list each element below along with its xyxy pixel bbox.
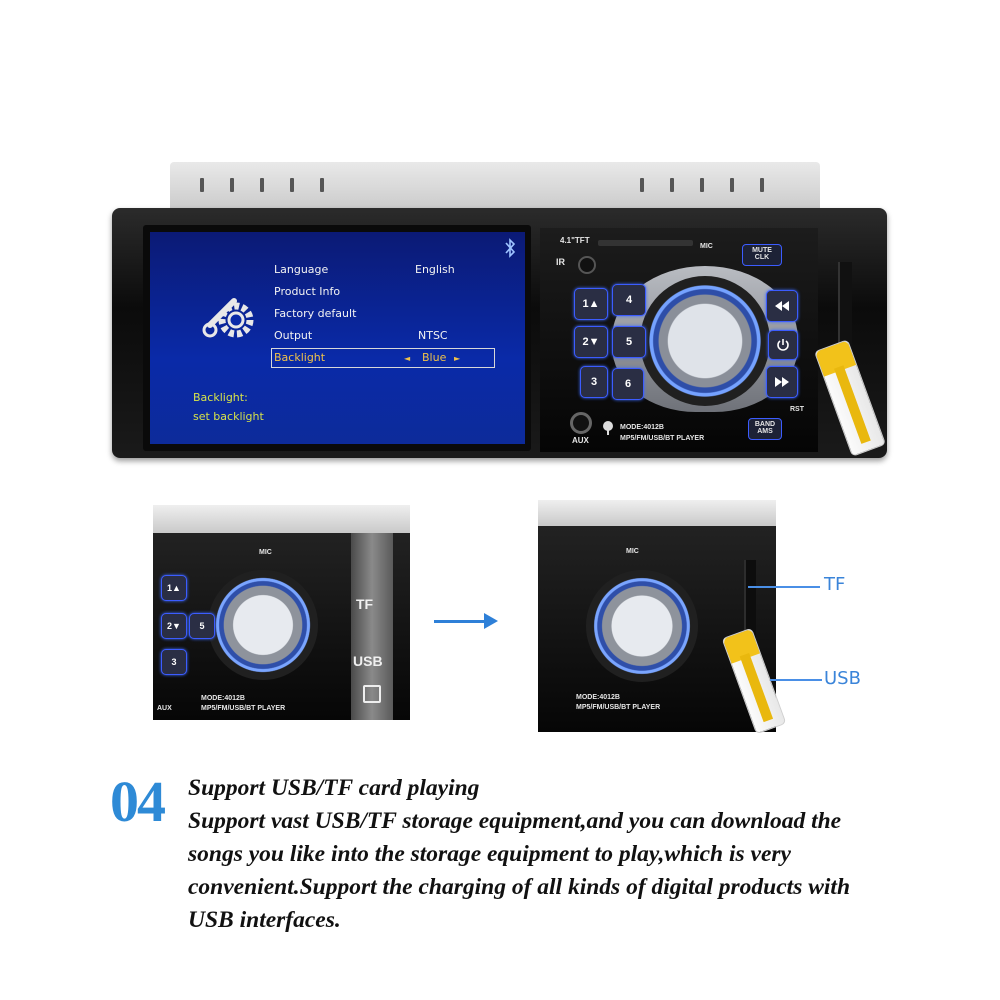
menu-item-product-info[interactable]: Product Info [274,285,341,298]
mode-button[interactable] [768,330,798,360]
vent-slot [730,178,734,192]
player-type-label: MP5/FM/USB/BT PLAYER [576,704,661,711]
skip-forward-icon [775,377,789,387]
microphone-icon [603,421,613,435]
menu-item-language[interactable]: Language [274,263,329,276]
menu-value-language: English [415,263,455,276]
tf-callout-line [748,586,820,588]
feature-title: Support USB/TF card playing [188,775,480,801]
chassis-top [538,500,776,526]
feature-description-line-1: Support vast USB/TF storage equipment,an… [188,808,842,834]
usb-callout-line [770,679,822,681]
arrow-head-icon [484,613,498,629]
card-slot[interactable] [598,240,693,246]
volume-knob-closeup [586,570,698,682]
tft-display [150,232,525,444]
menu-item-factory-default[interactable]: Factory default [274,307,357,320]
mic-label: MIC [700,243,713,250]
feature-number: 04 [110,769,166,834]
arrow-right-icon [434,620,486,623]
vent-slot [700,178,704,192]
skip-back-icon [775,301,789,311]
tf-callout-label: TF [824,574,846,595]
reset-label: RST [790,406,804,413]
power-icon [777,339,789,351]
arrow-left-icon[interactable]: ◄ [404,354,411,363]
ir-sensor [578,256,596,274]
side-slot-panel [351,533,393,720]
aux-label: AUX [157,705,172,712]
preset-2-button[interactable]: 2▼ [574,326,608,358]
band-label: BAND [754,421,776,428]
closeup-photo-left: 1▲ 2▼ 5 3 MIC MODE:4012B MP5/FM/USB/BT P… [153,505,410,720]
mic-label: MIC [259,549,272,556]
status-line-detail: set backlight [193,410,264,423]
menu-item-output[interactable]: Output [274,329,313,342]
preset-4-button[interactable]: 4 [612,284,646,316]
aux-label: AUX [572,436,589,445]
preset-2-button: 2▼ [161,613,187,639]
band-ams-button[interactable]: BAND AMS [748,418,782,440]
tf-slot-label: TF [356,596,374,612]
menu-value-output: NTSC [418,329,448,342]
volume-knob-closeup [208,570,318,680]
mute-label: MUTE [752,247,772,254]
ir-label: IR [556,257,565,267]
bluetooth-icon [505,238,516,258]
volume-knob[interactable] [640,276,770,406]
usb-callout-label: USB [824,668,861,689]
usb-port-icon [363,685,381,703]
closeup-photo-right: MIC MODE:4012B MP5/FM/USB/BT PLAYER [538,500,776,732]
chassis-top [153,505,410,533]
mute-clk-button[interactable]: MUTE CLK [742,244,782,266]
mic-label: MIC [626,548,639,555]
menu-value-backlight: Blue [422,351,447,364]
ams-label: AMS [757,428,773,435]
aux-jack[interactable] [570,412,592,434]
menu-item-backlight-highlight[interactable] [271,348,495,368]
feature-description-line-4: USB interfaces. [188,907,341,933]
preset-3-button: 3 [161,649,187,675]
vent-slot [640,178,644,192]
arrow-right-icon[interactable]: ► [454,354,461,363]
vent-slot [260,178,264,192]
preset-3-button[interactable]: 3 [580,366,608,398]
model-label: MODE:4012B [620,424,664,431]
player-type-label: MP5/FM/USB/BT PLAYER [620,435,705,442]
model-label: MODE:4012B [201,695,245,702]
preset-5-button: 5 [189,613,215,639]
settings-gear-icon [202,297,254,338]
preset-6-button[interactable]: 6 [612,368,644,400]
vent-slot [200,178,204,192]
status-line-title: Backlight: [193,391,248,404]
feature-description-line-3: convenient.Support the charging of all k… [188,874,851,900]
clk-label: CLK [754,254,770,261]
prev-track-button[interactable] [766,290,798,322]
vent-slot [670,178,674,192]
menu-item-backlight[interactable]: Backlight [274,351,326,364]
vent-slot [290,178,294,192]
player-type-label: MP5/FM/USB/BT PLAYER [201,705,286,712]
vent-slot [230,178,234,192]
tft-size-label: 4.1"TFT [560,236,590,245]
preset-1-button: 1▲ [161,575,187,601]
next-track-button[interactable] [766,366,798,398]
preset-1-button[interactable]: 1▲ [574,288,608,320]
vent-slot [320,178,324,192]
model-label: MODE:4012B [576,694,620,701]
usb-slot-label: USB [353,653,383,669]
feature-description-line-2: songs you like into the storage equipmen… [188,841,791,867]
preset-5-button[interactable]: 5 [612,326,646,358]
vent-slot [760,178,764,192]
